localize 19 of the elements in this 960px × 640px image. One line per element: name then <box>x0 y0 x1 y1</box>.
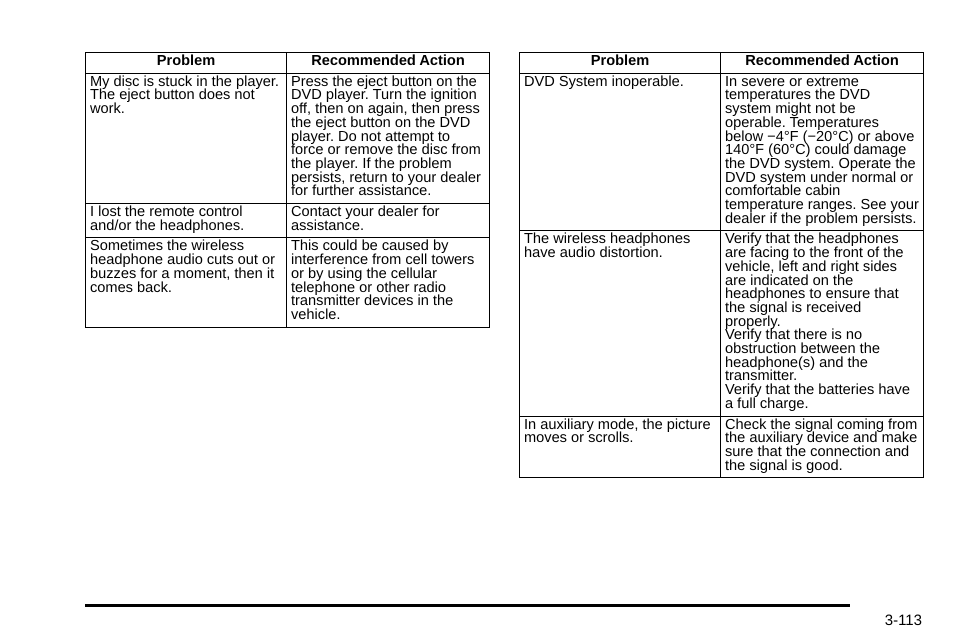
cell-text: Verify that the batteries have a full charge. <box>725 384 911 412</box>
column-heading: Problem <box>156 55 216 69</box>
cell-text: The wireless headphones have audio distortion. <box>524 233 692 261</box>
cell-text: Verify that there is no obstruction between the headphone(s) and the transmitter. <box>725 329 880 384</box>
cell-text: This could be caused by interference from cell towers or by using the cellular telephone or other radio transmitter devices in the vehicle. <box>291 240 476 323</box>
cell-text: DVD System inoperable. <box>524 76 685 90</box>
cell-text: Check the signal coming from the auxiliary device and make sure that the connection and the signal is good. <box>725 418 918 474</box>
page-number: 3-113 <box>884 612 922 629</box>
cell-text: Contact your dealer for assistance. <box>291 206 440 234</box>
cell-text: In auxiliary mode, the picture moves or scrolls. <box>524 418 712 446</box>
column-heading: Recommended Action <box>744 55 900 69</box>
cell-text: In severe or extreme temperatures the DVD system might not be operable. Temperatures below −4°F (−20°C) or above 140°F (60°C) could damage the DVD system. Operate the DVD system under normal or comfortable cabin temperature ranges. See your dealer if the problem persists. <box>725 76 919 226</box>
column-heading: Problem <box>590 55 650 69</box>
column-heading: Recommended Action <box>310 55 466 69</box>
cell-text: Verify that the headphones are facing to the front of the vehicle, left and right sides are indicated on the headphones to ensure that the signal is received properly. <box>725 233 904 330</box>
cell-text: I lost the remote control and/or the headphones. <box>90 206 246 234</box>
cell-text: My disc is stuck in the player. The eject button does not work. <box>90 76 280 117</box>
cell-text: Sometimes the wireless headphone audio cuts out or buzzes for a moment, then it comes back. <box>90 240 276 296</box>
cell-text: Press the eject button on the DVD player. Turn the ignition off, then on again, then press the eject button on the DVD player. Do not attempt to force or remove the disc from the player. If the problem persists, return to your dealer for further assistance. <box>291 76 482 200</box>
